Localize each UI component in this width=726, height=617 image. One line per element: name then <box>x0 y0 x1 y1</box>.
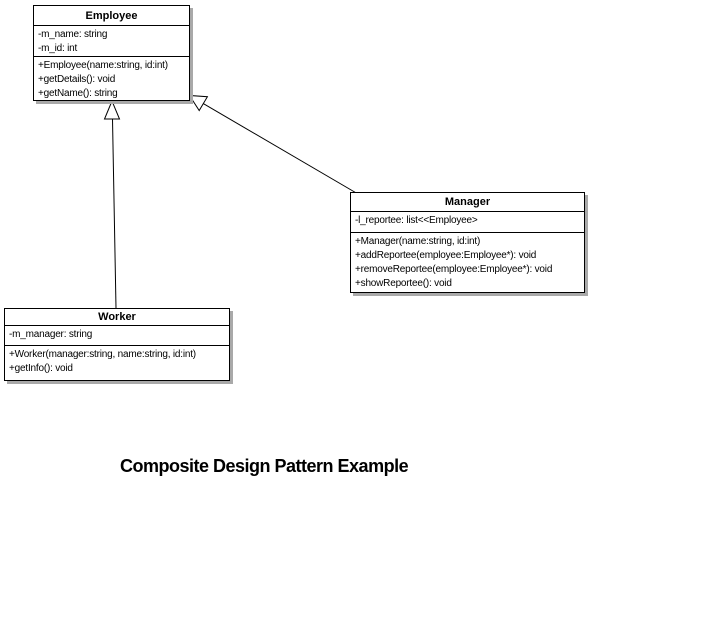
attribute: -m_id: int <box>38 43 78 54</box>
diagram-title: Composite Design Pattern Example <box>120 456 409 476</box>
method: +getDetails(): void <box>38 74 116 85</box>
manager-attributes-section: -l_reportee: list<<Employee> <box>351 212 584 233</box>
attribute: -m_manager: string <box>9 329 93 340</box>
method: +Employee(name:string, id:int) <box>38 60 168 71</box>
class-name-worker: Worker <box>5 309 229 326</box>
class-box-worker: Worker -m_manager: string +Worker(manage… <box>4 308 230 381</box>
method: +getName(): string <box>38 88 118 99</box>
worker-attributes-section: -m_manager: string <box>5 326 229 346</box>
method: +getInfo(): void <box>9 363 73 374</box>
generalization-arrow-worker-to-employee <box>103 99 121 309</box>
class-name-employee: Employee <box>34 6 189 26</box>
generalization-arrow-manager-to-employee <box>188 94 359 195</box>
class-box-manager: Manager -l_reportee: list<<Employee> +Ma… <box>350 192 585 293</box>
class-box-employee: Employee -m_name: string -m_id: int +Emp… <box>33 5 190 101</box>
attribute: -m_name: string <box>38 29 108 40</box>
employee-attributes-section: -m_name: string -m_id: int <box>34 26 189 57</box>
class-name-manager: Manager <box>351 193 584 212</box>
method: +removeReportee(employee:Employee*): voi… <box>355 264 553 275</box>
method: +showReportee(): void <box>355 278 452 289</box>
employee-methods-section: +Employee(name:string, id:int) +getDetai… <box>34 57 189 100</box>
worker-methods-section: +Worker(manager:string, name:string, id:… <box>5 346 229 380</box>
manager-methods-section: +Manager(name:string, id:int) +addReport… <box>351 233 584 292</box>
method: +addReportee(employee:Employee*): void <box>355 250 537 261</box>
method: +Manager(name:string, id:int) <box>355 236 481 247</box>
attribute: -l_reportee: list<<Employee> <box>355 215 478 226</box>
method: +Worker(manager:string, name:string, id:… <box>9 349 196 360</box>
